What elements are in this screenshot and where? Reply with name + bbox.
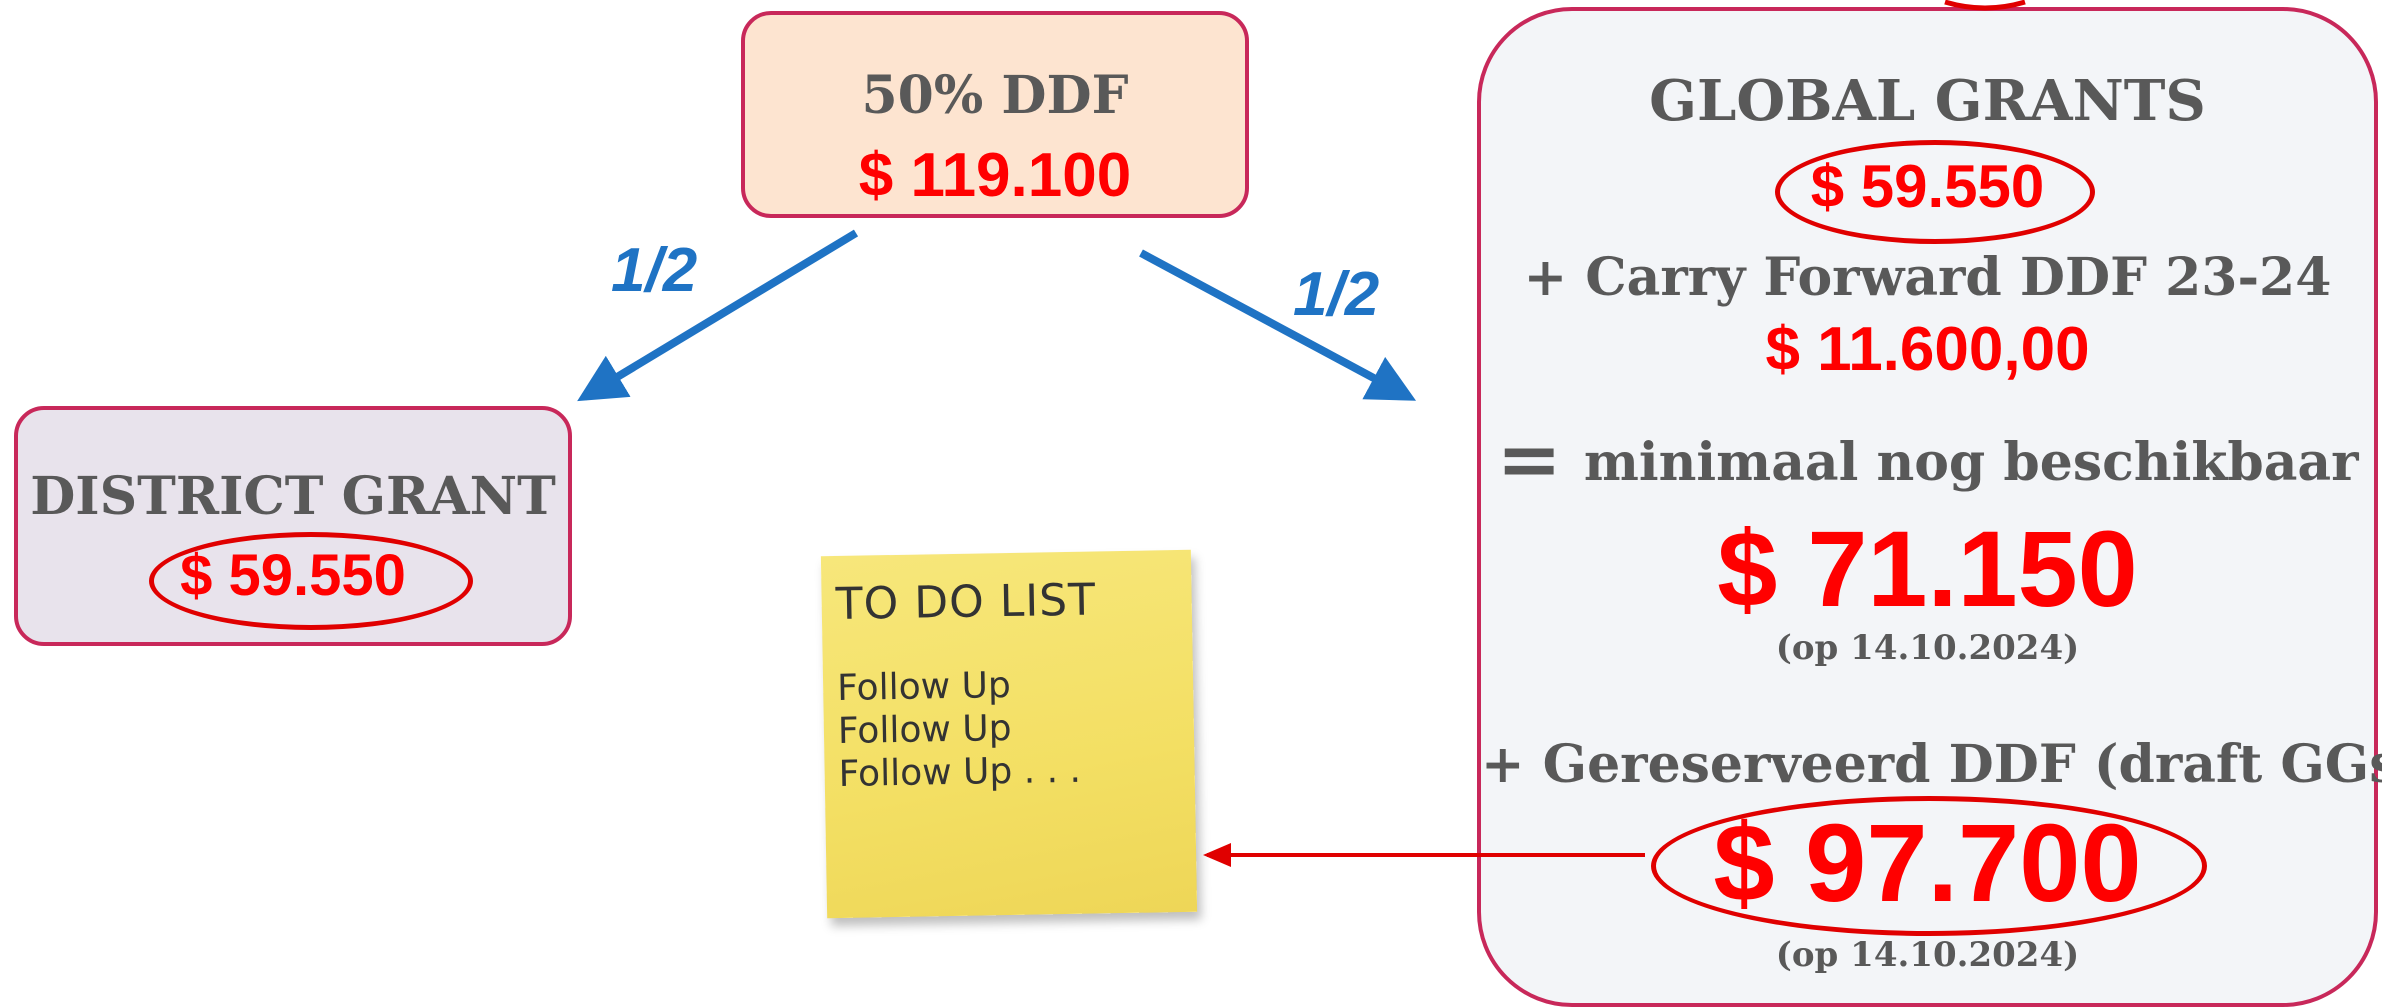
ddf-title: 50% DDF (861, 65, 1129, 126)
reserved-amount-ellipse (1651, 796, 2207, 936)
split-right-label: 1/2 (1293, 260, 1380, 329)
equals-sign: = (1496, 414, 1562, 505)
district-grant-title: DISTRICT GRANT (30, 466, 556, 527)
district-amount-ellipse (149, 532, 473, 630)
carry-forward-label: + Carry Forward DDF 23-24 (1523, 247, 2332, 308)
arrows-layer (577, 0, 2026, 867)
partial-ellipse-top (1944, 0, 2026, 11)
global-amount-ellipse (1775, 140, 2095, 244)
reserved-amount: $ 97.700 (1713, 802, 2142, 925)
split-left-label: 1/2 (611, 236, 698, 305)
arrow-to-global-grants (1139, 249, 1417, 401)
reserved-date: (op 14.10.2024) (1775, 935, 2080, 975)
ddf-amount: $ 119.100 (858, 141, 1132, 210)
district-grant-box: DISTRICT GRANT $ 59.550 (14, 406, 572, 646)
district-grant-amount: $ 59.550 (180, 543, 406, 608)
carry-forward-amount: $ 11.600,00 (1765, 315, 2090, 384)
available-date: (op 14.10.2024) (1775, 628, 2080, 668)
reserved-label: + Gereserveerd DDF (draft GGs) (1481, 734, 2382, 795)
ddf-box: 50% DDF $ 119.100 (741, 11, 1249, 218)
global-grants-title: GLOBAL GRANTS (1649, 68, 2206, 134)
arrow-to-district-grant (577, 229, 859, 402)
available-label: minimaal nog beschikbaar (1583, 432, 2359, 493)
global-grants-amount: $ 59.550 (1810, 153, 2045, 220)
global-grants-box: GLOBAL GRANTS $ 59.550 + Carry Forward D… (1477, 7, 2382, 1007)
available-amount: $ 71.150 (1717, 508, 2138, 629)
available-line: = minimaal nog beschikbaar (1481, 414, 2374, 505)
